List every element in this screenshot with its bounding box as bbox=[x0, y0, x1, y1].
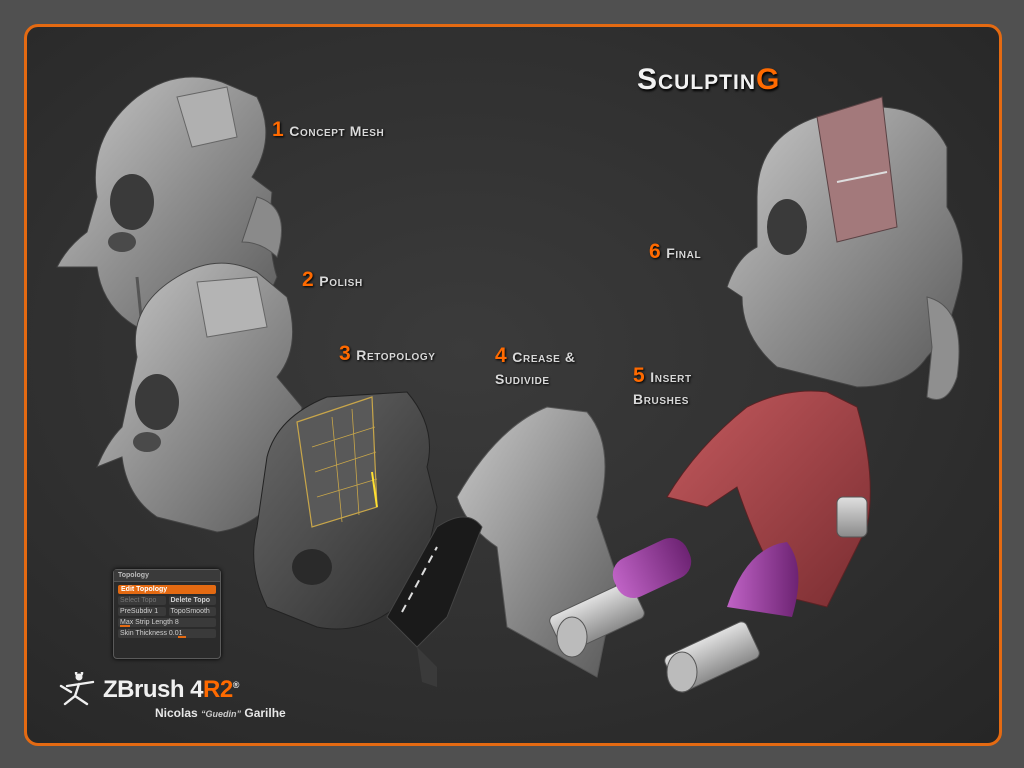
final-mesh-sculpt bbox=[726, 96, 964, 400]
select-topo-button[interactable]: Select Topo bbox=[118, 596, 166, 605]
topology-panel: Topology Edit Topology Select Topo Delet… bbox=[113, 569, 221, 659]
delete-topo-button[interactable]: Delete Topo bbox=[168, 596, 216, 605]
step-number: 3 bbox=[339, 342, 352, 365]
sculpt-artwork bbox=[56, 76, 964, 693]
page-title: SculptinG bbox=[637, 63, 780, 97]
step-number: 2 bbox=[302, 268, 315, 291]
skin-thickness-slider[interactable]: Skin Thickness 0.01 bbox=[118, 629, 216, 638]
brand-accent: R2 bbox=[203, 676, 233, 703]
registered-mark: ® bbox=[232, 680, 240, 690]
slider-knob[interactable] bbox=[120, 625, 130, 627]
title-accent: G bbox=[756, 63, 781, 96]
step-number: 5 bbox=[633, 364, 646, 387]
step-text: Crease & bbox=[512, 349, 576, 365]
edit-topology-button[interactable]: Edit Topology bbox=[118, 585, 216, 594]
presubdiv-slider[interactable]: PreSubdiv 1 bbox=[118, 607, 166, 616]
topology-button-row: Select Topo Delete Topo bbox=[118, 596, 216, 605]
skin-thickness-label: Skin Thickness 0.01 bbox=[120, 630, 183, 637]
step-text: Polish bbox=[319, 273, 363, 289]
step-text: Final bbox=[666, 245, 702, 261]
zbrush-brand: ZBrush 4R2® bbox=[103, 676, 239, 704]
step-text: Concept Mesh bbox=[289, 123, 385, 139]
step-text-line2: Sudivide bbox=[495, 371, 550, 387]
brand-text: ZBrush 4 bbox=[103, 676, 204, 703]
author-credit: Nicolas “Guedin” Garilhe bbox=[155, 706, 286, 720]
step-text: Retopology bbox=[356, 347, 436, 363]
topology-panel-header: Topology bbox=[114, 570, 220, 582]
step-number: 4 bbox=[495, 344, 508, 367]
title-main: Sculptin bbox=[637, 63, 757, 96]
polish-mesh-sculpt bbox=[96, 262, 303, 533]
slider-knob[interactable] bbox=[178, 636, 186, 638]
zbrush-figure-icon bbox=[59, 668, 95, 706]
step-text: Insert bbox=[650, 369, 692, 385]
zbrush-logo: ZBrush 4R2® Nicolas “Guedin” Garilhe bbox=[57, 668, 286, 720]
topology-option-row: PreSubdiv 1 TopoSmooth bbox=[118, 607, 216, 616]
max-strip-length-slider[interactable]: Max Strip Length 8 bbox=[118, 618, 216, 627]
step-number: 6 bbox=[649, 240, 662, 263]
step-number: 1 bbox=[272, 118, 285, 141]
insert-brushes-mesh bbox=[549, 390, 871, 693]
author-last: Garilhe bbox=[244, 706, 286, 720]
toposmooth-toggle[interactable]: TopoSmooth bbox=[168, 607, 216, 616]
step-text-line2: Brushes bbox=[633, 391, 689, 407]
author-first: Nicolas bbox=[155, 706, 198, 720]
author-nick: “Guedin” bbox=[201, 709, 242, 719]
max-strip-length-label: Max Strip Length 8 bbox=[120, 619, 179, 626]
